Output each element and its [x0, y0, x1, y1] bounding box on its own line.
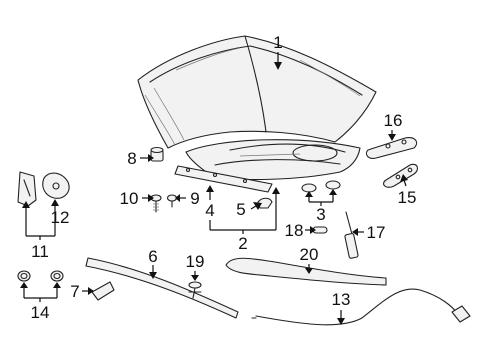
pads-3	[301, 180, 341, 193]
callout-5: 5	[236, 200, 245, 219]
callout-12: 12	[51, 208, 70, 227]
callout-13: 13	[332, 290, 351, 309]
front-molding-20	[225, 257, 387, 286]
callout-7: 7	[70, 282, 79, 301]
release-cable-13	[251, 288, 471, 326]
callout-17: 17	[367, 223, 386, 242]
gas-strut-17	[344, 211, 359, 259]
latch-bracket-12	[42, 172, 70, 199]
callout-18: 18	[285, 221, 304, 240]
bumper-stop-8	[150, 146, 164, 162]
callout-11: 11	[31, 242, 49, 261]
callout-1: 1	[273, 33, 282, 52]
front-seal-6	[85, 257, 239, 319]
clip-5	[257, 197, 273, 209]
callout-3: 3	[316, 205, 325, 224]
latch-11	[17, 171, 37, 207]
push-clip-19	[188, 281, 202, 299]
hinge-15	[383, 163, 419, 188]
callout-14: 14	[31, 303, 50, 322]
callout-4: 4	[205, 201, 214, 220]
callout-2: 2	[238, 234, 247, 253]
hinge-16	[365, 137, 418, 159]
callout-8: 8	[127, 149, 136, 168]
callout-15: 15	[398, 188, 417, 207]
callout-19: 19	[186, 252, 205, 271]
hood-weatherstrip-4	[174, 165, 273, 193]
callout-10: 10	[120, 189, 139, 208]
leader-lines	[20, 52, 408, 325]
callout-6: 6	[148, 247, 157, 266]
callout-16: 16	[384, 111, 403, 130]
callout-labels: 1 2 3 4 5 6 7 8 9 10 11 12 13 14 15 16 1…	[31, 33, 417, 322]
grommets-14	[17, 270, 64, 282]
clip-9	[166, 194, 178, 208]
callout-9: 9	[190, 189, 199, 208]
hood-panel	[137, 35, 377, 149]
release-handle-7	[91, 281, 115, 301]
bolt-10	[150, 194, 162, 213]
callout-20: 20	[300, 245, 319, 264]
